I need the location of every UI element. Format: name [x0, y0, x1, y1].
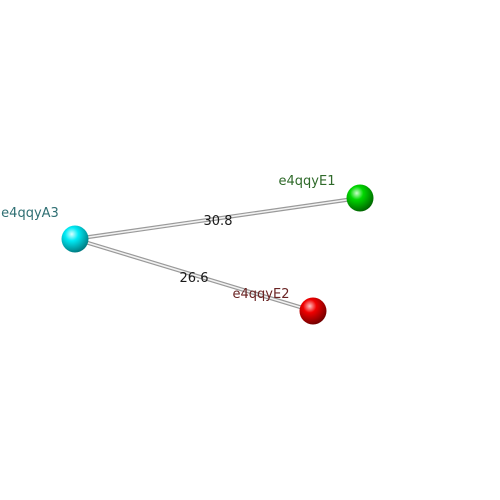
node-e4qqye2[interactable]	[299, 297, 327, 325]
node-e4qqye1[interactable]	[346, 184, 374, 212]
node-sphere-e1[interactable]	[346, 184, 374, 212]
node-label-e1: e4qqyE1	[279, 174, 336, 189]
edge-a3-e1	[73, 196, 362, 241]
node-label-a3: e4qqyA3	[1, 206, 59, 221]
edge-label-a3-e2: 26.6	[180, 271, 209, 286]
node-label-e2: e4qqyE2	[233, 287, 290, 302]
node-e4qqya3[interactable]	[61, 225, 89, 253]
node-sphere-e2[interactable]	[299, 297, 327, 325]
node-sphere-a3[interactable]	[61, 225, 89, 253]
edge-label-a3-e1: 30.8	[204, 214, 233, 229]
edge-a3-e2	[73, 237, 315, 313]
